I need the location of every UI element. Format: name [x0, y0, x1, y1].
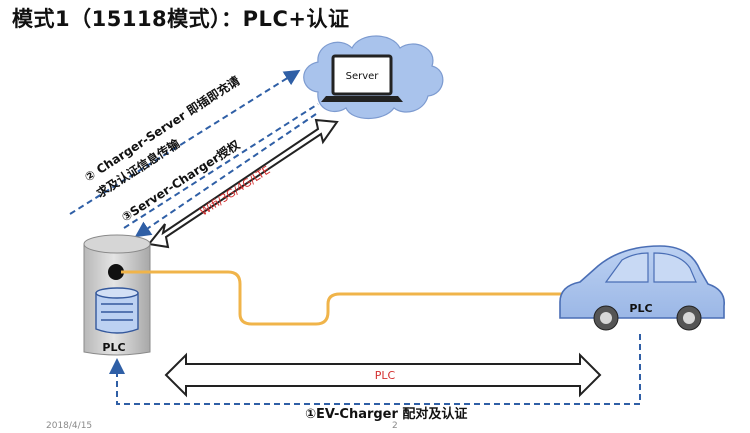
step2-arrows [69, 69, 319, 229]
charger-socket-icon [108, 264, 124, 280]
car-plc-label: PLC [629, 302, 652, 315]
step1-arrow [109, 334, 641, 405]
database-icon [95, 287, 139, 334]
car-window-rear [653, 252, 697, 283]
electric-car: PLC [559, 245, 725, 331]
footer-page-number: 2 [392, 421, 398, 431]
car-wheel-front-hub [600, 312, 612, 324]
laptop-icon [321, 54, 403, 102]
step2-arrow-lower [123, 103, 319, 229]
server-cloud: Server [303, 35, 444, 119]
charger-plc-label: PLC [102, 341, 125, 354]
charger: PLC [83, 234, 151, 356]
car-wheel-rear-hub [683, 312, 695, 324]
car-window-front [604, 252, 649, 283]
footer-date: 2018/4/15 [46, 421, 93, 431]
plc-double-arrow [164, 352, 602, 398]
page-title: 模式1（15118模式）：PLC+认证 [12, 7, 350, 31]
server-label: Server [346, 71, 380, 82]
wireless-double-arrow [147, 118, 339, 249]
charging-cable [121, 270, 565, 326]
step1-label: ①EV-Charger 配对及认证 [305, 406, 467, 422]
plc-link-label: PLC [375, 369, 396, 382]
step3-arrow [134, 113, 317, 238]
wireless-label: Wifi/3G/4G/LTE [198, 163, 273, 218]
step2-arrow-upper [69, 69, 301, 215]
charger-top [83, 234, 151, 254]
